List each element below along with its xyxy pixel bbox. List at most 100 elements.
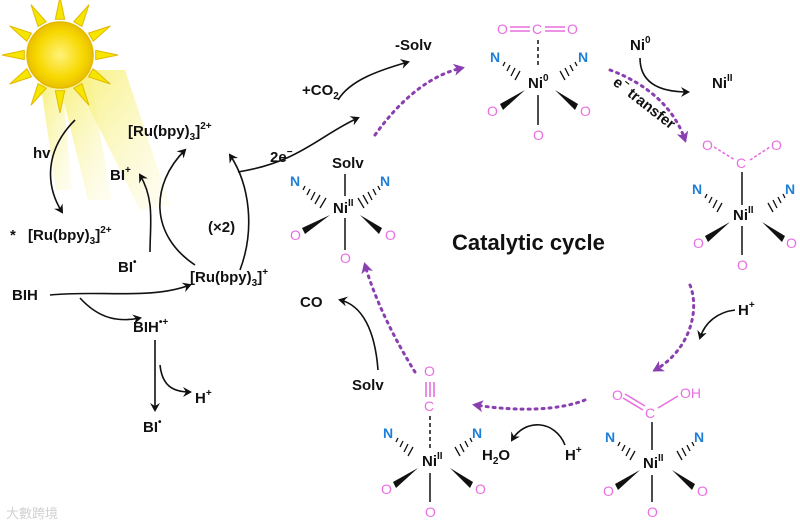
cycle-arrow-protonation [652,283,696,372]
n-ligand-3b: N [785,181,795,197]
co2-addition-label: +CO2 [302,82,339,102]
bih-label: BIH [12,287,38,304]
o-co2r-right: O [771,137,782,153]
ni-oxidation-arrow [639,57,690,97]
solv-in-label: Solv [352,377,384,394]
o-ligand-2c: O [533,127,544,143]
oh-carboxyl: OH [680,385,701,401]
cycle-arrow-electron-transfer [608,68,689,143]
complex-ni-ii-co: O C NiII N N O O O [381,363,486,520]
o-ligand-2b: O [580,103,591,119]
n-ligand-4b: N [694,429,704,445]
complex-ni-ii-solv: Solv NiII O N N O O [290,155,396,266]
n-ligand-4a: N [605,429,615,445]
n-ligand-2b: N [578,49,588,65]
watermark: 大數跨境 [6,506,58,521]
o-ligand-4b: O [697,483,708,499]
ni-ii-product: NiII [712,73,733,92]
ni-center-3: NiII [733,205,754,224]
two-electron-label: 2e− [270,147,293,166]
solv-loss-label: -Solv [395,37,432,54]
n-ligand-1a: N [290,173,300,189]
o-ligand-5c: O [425,504,436,520]
co2-addition-arrow [337,59,410,101]
o-ligand-3a: O [693,235,704,251]
cycle-arrow-dehydration [472,398,587,413]
sun-ray [54,0,66,20]
o-ligand-5a: O [381,481,392,497]
o-carbonyl: O [424,363,435,379]
water-label: H2O [482,447,510,467]
n-ligand-3a: N [692,181,702,197]
o-co2-left: O [497,21,508,37]
n-ligand-5a: N [383,425,393,441]
o-ligand-4c: O [647,504,658,520]
solv-ligand: Solv [332,155,364,172]
cycle-arrow-co2-binding [373,63,465,137]
o-ligand-3c: O [737,257,748,273]
o-co2r-left: O [702,137,713,153]
hv-arrow [49,119,76,214]
n-ligand-2a: N [490,49,500,65]
ni-center-4: NiII [643,453,664,472]
complex-ni-ii-co2-radical: O C O NiII N N O O O [692,137,797,273]
sun-ray [30,4,47,28]
o-ligand-4a: O [603,483,614,499]
h-plus-release: H+ [195,388,212,407]
bih-to-radical-arrow [79,297,142,325]
o-ligand-1b: O [290,227,301,243]
h-plus-dehydration: H+ [565,445,582,464]
sun-ray [9,68,33,85]
ru-ground-state: [Ru(bpy)3]2+ [128,121,212,143]
ru-regeneration-arrow [159,148,196,266]
bih-radical-cation: BIH•+ [133,317,168,336]
bi-radical-final: BI• [143,417,162,436]
o-ligand-5b: O [475,481,486,497]
complex-ni-ii-carboxyl: O C OH NiII N N O O O [603,385,708,520]
complex-ni-zero-co2: O C O Ni0 N N O O O [487,21,591,143]
ru-reduced-state: [Ru(bpy)3]+ [190,267,268,289]
e-transfer-label: e− transfer [610,72,680,133]
sun-ray [9,25,33,42]
co-released-label: CO [300,294,323,311]
proton-release-arrow [159,364,192,397]
sun-ray [73,82,90,106]
ru-reduction-arrow-up [228,153,250,271]
ni-center-1: NiII [333,198,354,217]
o-carboxyl-left: O [612,387,623,403]
bi-radical-label: BI• [118,257,137,276]
sun-ray [1,49,25,61]
sun-ray [30,82,47,106]
co-release-arrow [338,296,379,371]
sun-ray [54,90,66,114]
ni-zero-reagent: Ni0 [630,35,651,54]
ni-center-5: NiII [422,451,443,470]
bi-plus-label: BI+ [110,165,131,184]
cycle-arrow-co-release [361,262,417,374]
sun-icon [1,0,170,210]
o-co2-right: O [567,21,578,37]
times-two-label: (×2) [208,219,235,236]
c-co2-top: C [532,21,542,37]
ru-excited-state: [Ru(bpy)3]2+ [28,225,112,247]
sun-ray [87,68,111,85]
o-ligand-1a: O [340,250,351,266]
dehydration-arrow [510,424,566,446]
n-ligand-5b: N [472,425,482,441]
h-plus-protonation: H+ [738,300,755,319]
c-carbonyl: C [424,398,434,414]
bi-radical-to-bi-plus-arrow [138,173,152,253]
n-ligand-1b: N [380,173,390,189]
electron-transfer-arrow [237,116,360,173]
o-ligand-3b: O [786,235,797,251]
bih-quench-arrow [49,282,192,296]
protonation-arrow [697,309,736,340]
sun-ray [73,4,90,28]
c-co2r: C [736,155,746,171]
ni-center-2: Ni0 [528,73,549,92]
catalytic-cycle-title: Catalytic cycle [452,230,605,255]
o-ligand-2a: O [487,103,498,119]
c-carboxyl: C [645,405,655,421]
